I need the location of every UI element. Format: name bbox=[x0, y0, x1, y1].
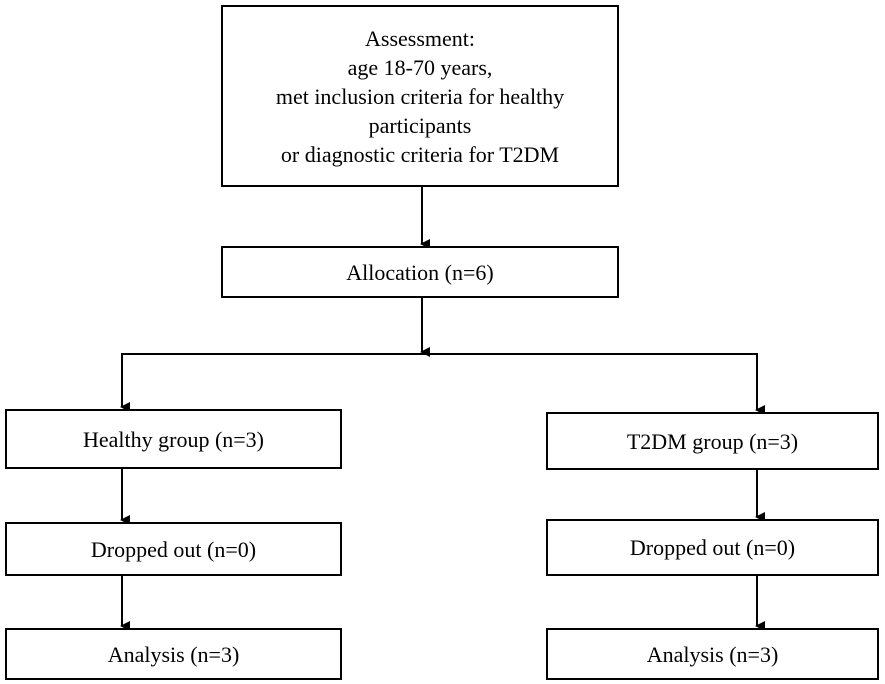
healthy-analysis-box: Analysis (n=3) bbox=[5, 628, 342, 680]
assessment-line-4: participants bbox=[368, 112, 472, 138]
healthy-group-label: Healthy group (n=3) bbox=[82, 426, 265, 452]
healthy-dropped-box: Dropped out (n=0) bbox=[5, 522, 342, 576]
allocation-box: Allocation (n=6) bbox=[221, 246, 619, 298]
assessment-line-1: Assessment: bbox=[365, 25, 475, 51]
assessment-line-3: met inclusion criteria for healthy bbox=[275, 83, 565, 109]
t2dm-analysis-label: Analysis (n=3) bbox=[646, 641, 779, 667]
assessment-line-2: age 18-70 years, bbox=[347, 54, 493, 80]
healthy-dropped-label: Dropped out (n=0) bbox=[90, 536, 257, 562]
allocation-label: Allocation (n=6) bbox=[346, 259, 494, 285]
t2dm-analysis-box: Analysis (n=3) bbox=[546, 628, 879, 680]
healthy-analysis-label: Analysis (n=3) bbox=[107, 641, 240, 667]
assessment-box: Assessment: age 18-70 years, met inclusi… bbox=[221, 5, 619, 187]
t2dm-dropped-label: Dropped out (n=0) bbox=[629, 535, 796, 560]
t2dm-dropped-box: Dropped out (n=0) bbox=[546, 519, 879, 576]
healthy-group-box: Healthy group (n=3) bbox=[5, 409, 342, 469]
assessment-line-5: or diagnostic criteria for T2DM bbox=[280, 141, 560, 167]
t2dm-group-label: T2DM group (n=3) bbox=[626, 428, 799, 454]
t2dm-group-box: T2DM group (n=3) bbox=[546, 412, 879, 470]
